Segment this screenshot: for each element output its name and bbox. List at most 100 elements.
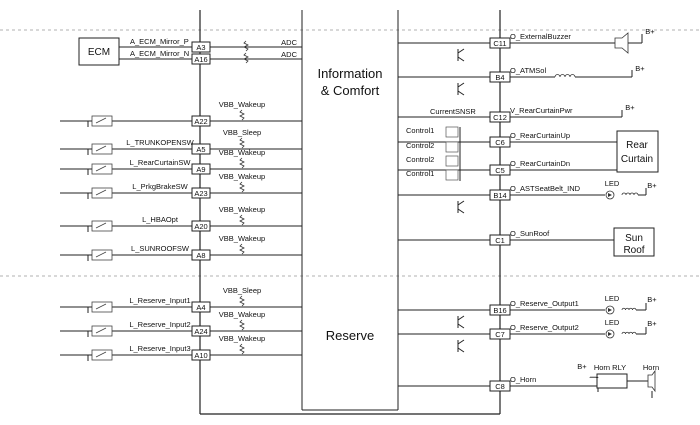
signal-label-a5: L_TRUNKOPENSW bbox=[126, 138, 194, 147]
pullup-resistor bbox=[239, 319, 245, 331]
supply-b-plus: B+ bbox=[647, 181, 657, 190]
driver-transistor-emitter bbox=[457, 347, 465, 353]
pin-label-c1: C1 bbox=[495, 236, 505, 245]
signal-label-a3: A_ECM_Mirror_P bbox=[130, 37, 189, 46]
pin-label-a9: A9 bbox=[196, 165, 205, 174]
control-switch bbox=[445, 169, 459, 181]
driver-transistor-emitter bbox=[457, 208, 465, 214]
sun-roof-label: Roof bbox=[623, 245, 644, 256]
signal-label-b4: O_ATMSol bbox=[510, 66, 546, 75]
led-label: LED bbox=[605, 294, 620, 303]
supply-b-plus: B+ bbox=[645, 27, 655, 36]
signal-label-a8: L_SUNROOFSW bbox=[131, 244, 190, 253]
switch-symbol bbox=[91, 187, 113, 199]
supply-label: VBB_Wakeup bbox=[219, 100, 265, 109]
led-symbol-diode bbox=[608, 332, 612, 336]
led-label: LED bbox=[605, 318, 620, 327]
led-symbol-diode bbox=[608, 308, 612, 312]
block-title-reserve: Reserve bbox=[326, 328, 374, 343]
switch-symbol-blade bbox=[95, 327, 107, 334]
control-label: Control1 bbox=[406, 169, 434, 178]
supply-label: VBB_Wakeup bbox=[219, 334, 265, 343]
pin-label-c11: C11 bbox=[493, 39, 506, 48]
led-symbol-diode bbox=[608, 193, 612, 197]
pin-label-b14: B14 bbox=[493, 191, 506, 200]
pullup-resistor bbox=[239, 214, 245, 226]
switch-symbol-blade bbox=[95, 145, 107, 152]
supply-label: VBB_Wakeup bbox=[219, 205, 265, 214]
signal-label-c6: O_RearCurtainUp bbox=[510, 131, 570, 140]
led-label: LED bbox=[605, 179, 620, 188]
supply-b-plus: B+ bbox=[635, 64, 645, 73]
switch-symbol-blade bbox=[95, 189, 107, 196]
signal-label-b16: O_Reserve_Output1 bbox=[510, 299, 579, 308]
block-title-information: Information bbox=[317, 66, 382, 81]
solenoid-coil bbox=[554, 74, 576, 78]
control-label: Control2 bbox=[406, 141, 434, 150]
pin-label-a8: A8 bbox=[196, 251, 205, 260]
switch-symbol bbox=[91, 220, 113, 232]
supply-b-plus: B+ bbox=[647, 319, 657, 328]
signal-label-a23: L_PrkgBrakeSW bbox=[132, 182, 188, 191]
switch-symbol bbox=[91, 143, 113, 155]
switch-symbol-blade bbox=[95, 222, 107, 229]
driver-transistor-emitter bbox=[457, 323, 465, 329]
pullup-resistor bbox=[239, 295, 245, 307]
pin-label-c6: C6 bbox=[495, 138, 505, 147]
switch-symbol-blade bbox=[95, 165, 107, 172]
adc-label: ADC bbox=[281, 50, 297, 59]
pullup-resistor bbox=[239, 181, 245, 193]
signal-label-c11: O_ExternalBuzzer bbox=[510, 32, 571, 41]
pullup-resistor bbox=[239, 157, 245, 169]
control-switch bbox=[445, 141, 459, 153]
supply-label: VBB_Wakeup bbox=[219, 234, 265, 243]
horn-label: Horn bbox=[643, 363, 659, 372]
switch-symbol-blade bbox=[95, 251, 107, 258]
switch-symbol bbox=[91, 163, 113, 175]
control-switch bbox=[445, 155, 459, 167]
pin-label-c12: C12 bbox=[493, 113, 507, 122]
pullup-resistor bbox=[239, 109, 245, 121]
signal-label-c12: V_RearCurtainPwr bbox=[510, 106, 573, 115]
driver-transistor-collector bbox=[457, 315, 465, 321]
signal-label-a4: L_Reserve_Input1 bbox=[129, 296, 190, 305]
block-title-comfort: & Comfort bbox=[321, 83, 380, 98]
fuse-symbol bbox=[621, 192, 639, 196]
current-sensor-label: CurrentSNSR bbox=[430, 107, 476, 116]
signal-label-c8: O_Horn bbox=[510, 375, 536, 384]
control-switch bbox=[445, 126, 459, 138]
control-label: Control2 bbox=[406, 155, 434, 164]
sun-roof-box bbox=[613, 227, 655, 257]
driver-transistor-emitter bbox=[457, 56, 465, 62]
pin-label-a16: A16 bbox=[194, 55, 207, 64]
rear-curtain-label: Rear bbox=[626, 140, 648, 151]
driver-transistor-collector bbox=[457, 82, 465, 88]
pin-label-a22: A22 bbox=[194, 117, 207, 126]
ecm-label: ECM bbox=[88, 47, 110, 58]
pin-label-b4: B4 bbox=[495, 73, 504, 82]
horn-fuse bbox=[589, 376, 599, 379]
resistor bbox=[243, 52, 249, 64]
pin-label-c8: C8 bbox=[495, 382, 505, 391]
supply-b-plus: B+ bbox=[647, 295, 657, 304]
supply-label: VBB_Sleep bbox=[223, 128, 261, 137]
pin-label-c5: C5 bbox=[495, 166, 505, 175]
adc-label: ADC bbox=[281, 38, 297, 47]
supply-b-plus: B+ bbox=[625, 103, 635, 112]
switch-symbol-blade bbox=[95, 351, 107, 358]
pin-label-a4: A4 bbox=[196, 303, 205, 312]
switch-symbol-blade bbox=[95, 117, 107, 124]
supply-b-plus: B+ bbox=[577, 362, 587, 371]
horn-symbol bbox=[647, 369, 656, 393]
rear-curtain-box bbox=[616, 130, 659, 173]
signal-label-c7: O_Reserve_Output2 bbox=[510, 323, 579, 332]
switch-symbol bbox=[91, 115, 113, 127]
driver-transistor-collector bbox=[457, 200, 465, 206]
pin-label-b16: B16 bbox=[493, 306, 506, 315]
driver-transistor-collector bbox=[457, 48, 465, 54]
switch-symbol-blade bbox=[95, 303, 107, 310]
sun-roof-label: Sun bbox=[625, 233, 643, 244]
signal-label-a20: L_HBAOpt bbox=[142, 215, 179, 224]
